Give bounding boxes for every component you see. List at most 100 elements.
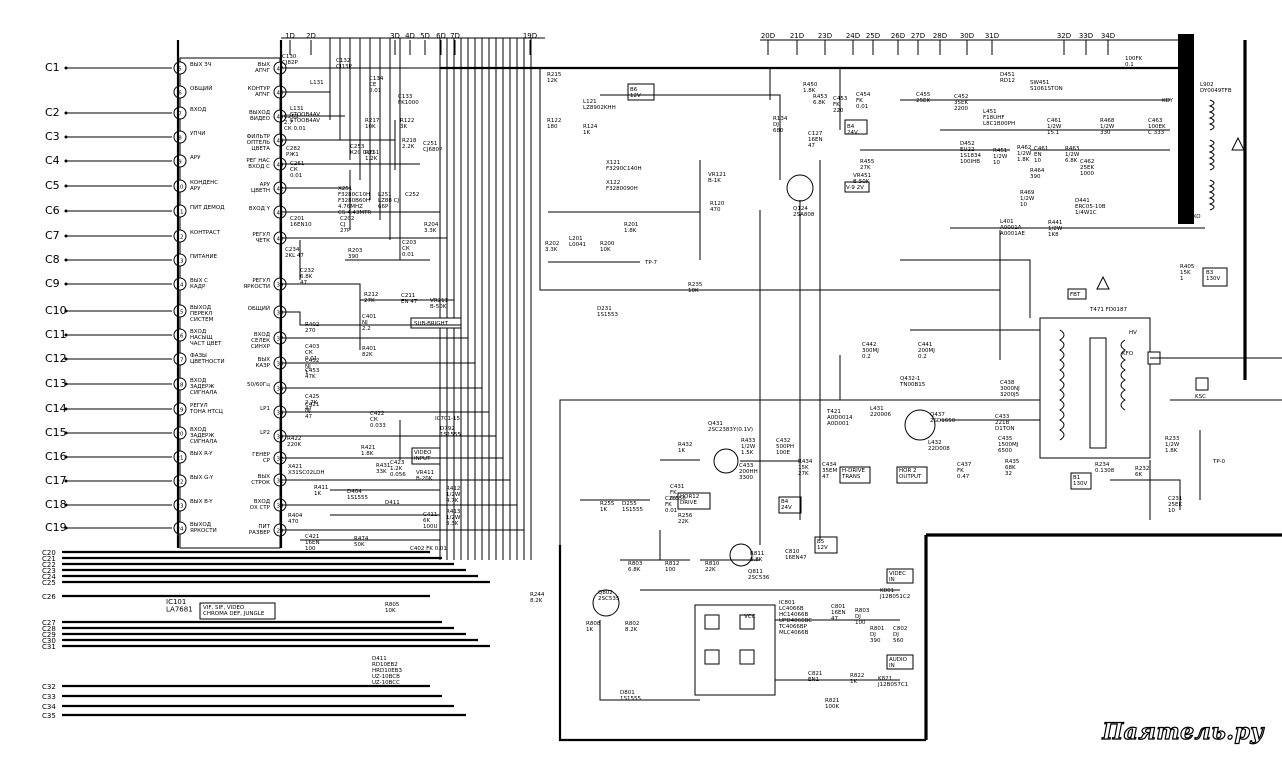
connector-pin-label: C33 (42, 693, 56, 701)
wire (599, 620, 700, 701)
component-label-d411: D411 (385, 500, 400, 506)
connector-node (64, 184, 68, 188)
sub-bright-box (410, 317, 462, 329)
ic-pin-label: LP1 (260, 406, 270, 412)
top-reference-label: 5D (420, 32, 430, 40)
ic-pin-label: ОБЩИЙ (190, 85, 212, 92)
connector-pin-label: C13 (45, 377, 67, 390)
wire (900, 259, 1031, 318)
ic801 (694, 604, 776, 696)
top-reference-label: 34D (1101, 32, 1115, 40)
component-label-tp: TP-0 (1212, 459, 1226, 465)
ic-pin-number: 19 (177, 408, 184, 414)
yoke-coil (1208, 99, 1215, 131)
connector-pin-label: C1 (45, 61, 60, 74)
b1-box (1070, 472, 1092, 490)
component-label-kfo: KFO (1122, 351, 1134, 357)
lower-connector: C20C21C22C23C24C25C26C27C28C29C30C31C32C… (42, 549, 490, 720)
connector-node (64, 234, 68, 238)
connector-node (64, 503, 68, 507)
hor2-output-box (896, 466, 928, 484)
warning-triangle-icon (1096, 275, 1110, 290)
top-reference-label: 21D (790, 32, 804, 40)
top-reference-label: 27D (911, 32, 925, 40)
top-reference-label: 31D (985, 32, 999, 40)
q431-transistor (713, 448, 739, 474)
audio-in-box (886, 654, 914, 670)
top-reference-label: 20D (761, 32, 775, 40)
b4-box (844, 119, 868, 135)
component-label-sub_bright: SUB-BRIGHT (414, 321, 449, 327)
top-reference-label: 1D (285, 32, 295, 40)
q124-transistor (786, 174, 814, 202)
component-label-ko: KO (1193, 214, 1201, 220)
ic-pin-number: 6 (178, 91, 182, 97)
component-label-kdy: KDY (1162, 98, 1174, 104)
ic-pin-label: ВЫХ R-Y (190, 451, 213, 457)
connector-pin-label: C27 (42, 619, 56, 627)
ic101-body (179, 57, 281, 549)
ic-pin-label: УПЧИ (190, 131, 205, 137)
component-label-hv: HV (1129, 330, 1137, 336)
connector-node (64, 66, 68, 70)
ic801-gate-2 (739, 614, 755, 630)
